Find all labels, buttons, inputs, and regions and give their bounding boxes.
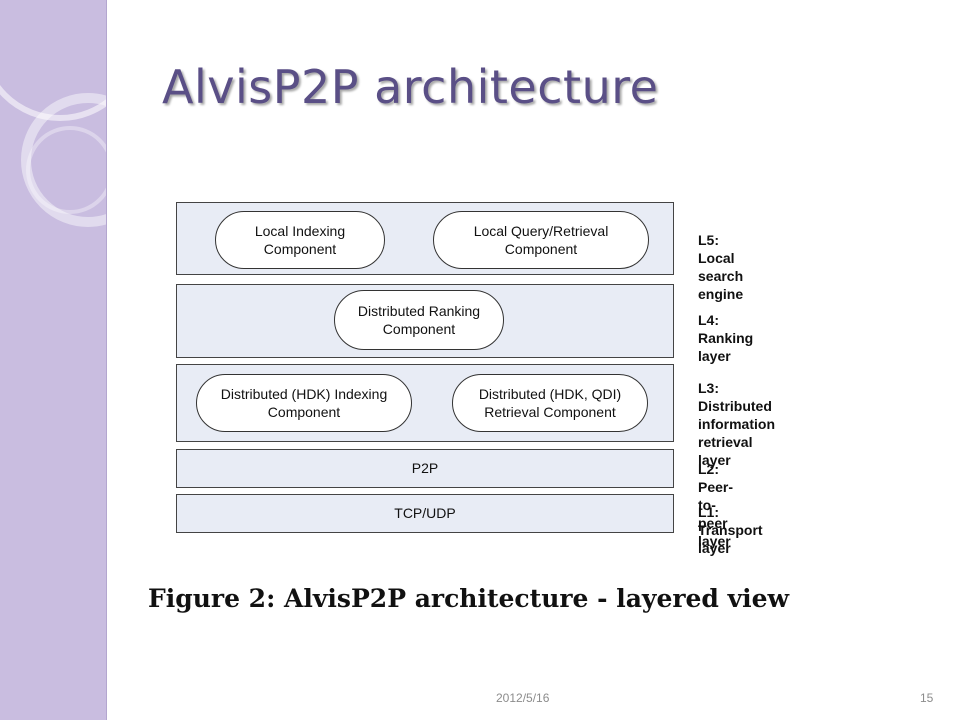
layer-l2-label: L2: Peer-to-peer layer	[698, 461, 734, 549]
layer-l3-label: L3: Distributed information retrieval la…	[698, 380, 775, 468]
distributed-retrieval-component: Distributed (HDK, QDI) Retrieval Compone…	[452, 374, 648, 432]
layer-l4-label: L4: Ranking layer	[698, 312, 754, 364]
p2p-band-label: P2P	[411, 460, 439, 476]
footer-date: 2012/5/16	[496, 691, 550, 705]
slide-title: AlvisP2P architecture	[162, 60, 659, 114]
layer-l2-box	[176, 449, 674, 488]
distributed-ranking-component: Distributed Ranking Component	[334, 290, 504, 350]
page-number: 15	[920, 691, 934, 705]
tcp-udp-band-label: TCP/UDP	[394, 505, 456, 521]
layer-l5-label: L5: Local search engine	[698, 232, 744, 302]
decorative-sidebar	[0, 0, 107, 720]
layer-l1-label: L1: Transport layer	[698, 504, 763, 556]
local-query-retrieval-component: Local Query/Retrieval Component	[433, 211, 649, 269]
distributed-indexing-component: Distributed (HDK) Indexing Component	[196, 374, 412, 432]
layer-l1-box	[176, 494, 674, 533]
sidebar-circles-decoration	[0, 84, 106, 227]
local-indexing-component: Local Indexing Component	[215, 211, 385, 269]
figure-caption: Figure 2: AlvisP2P architecture - layere…	[148, 584, 790, 613]
